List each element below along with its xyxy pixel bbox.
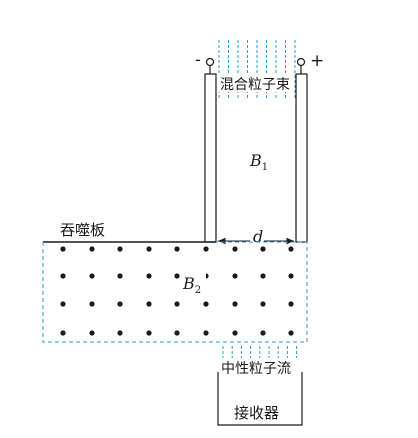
beam-out-label: 中性粒子流 bbox=[221, 361, 291, 377]
field-dot bbox=[260, 273, 266, 279]
gap-label: d bbox=[253, 227, 263, 246]
field-b2-label: B2 bbox=[182, 274, 201, 296]
field-dot bbox=[174, 273, 180, 279]
field-dot bbox=[60, 246, 66, 252]
field-dot bbox=[146, 246, 152, 252]
field-dot bbox=[89, 273, 95, 279]
receiver-label: 接收器 bbox=[234, 404, 279, 422]
field-dot bbox=[117, 246, 123, 252]
beam-in-label: 混合粒子束 bbox=[220, 77, 290, 93]
field-dot bbox=[232, 301, 238, 307]
right-plate bbox=[295, 73, 308, 243]
field-dot bbox=[89, 330, 95, 336]
field-dot bbox=[174, 330, 180, 336]
field-dot bbox=[232, 330, 238, 336]
field-b1-label: B1 bbox=[249, 151, 268, 173]
field-dot bbox=[232, 273, 238, 279]
field-dot bbox=[146, 301, 152, 307]
field-dot bbox=[203, 301, 209, 307]
field-dot bbox=[288, 330, 294, 336]
beam-out-label-backdrop bbox=[218, 358, 298, 376]
plus-sign: + bbox=[310, 51, 324, 71]
field-dot bbox=[203, 330, 209, 336]
field-dot bbox=[89, 246, 95, 252]
field-dot bbox=[288, 301, 294, 307]
receiver-box bbox=[217, 372, 303, 426]
field-b2-boundary bbox=[42, 241, 308, 343]
beam-label-backdrop bbox=[218, 74, 294, 92]
field-dot bbox=[117, 330, 123, 336]
magnetic-field-dots bbox=[60, 246, 294, 336]
field-dot bbox=[174, 246, 180, 252]
minus-sign: - bbox=[195, 50, 201, 69]
plus-terminal bbox=[296, 57, 306, 67]
field-dot bbox=[60, 301, 66, 307]
field-dot bbox=[174, 301, 180, 307]
field-dot bbox=[260, 246, 266, 252]
field-dot bbox=[146, 273, 152, 279]
absorber-label: 吞噬板 bbox=[60, 221, 105, 239]
field-dot bbox=[288, 246, 294, 252]
field-dot bbox=[288, 273, 294, 279]
field-dot bbox=[89, 301, 95, 307]
field-dot bbox=[146, 330, 152, 336]
field-b2-label-backdrop bbox=[180, 270, 206, 294]
incoming-beam-lines bbox=[218, 40, 296, 100]
gap-label-backdrop bbox=[250, 226, 264, 244]
field-dot bbox=[260, 330, 266, 336]
field-dot bbox=[117, 301, 123, 307]
left-plate bbox=[204, 73, 217, 243]
field-dot bbox=[203, 246, 209, 252]
field-dot bbox=[232, 246, 238, 252]
field-dot bbox=[117, 273, 123, 279]
minus-terminal bbox=[205, 57, 215, 67]
field-dot bbox=[260, 301, 266, 307]
field-dot bbox=[60, 273, 66, 279]
field-dot bbox=[60, 330, 66, 336]
